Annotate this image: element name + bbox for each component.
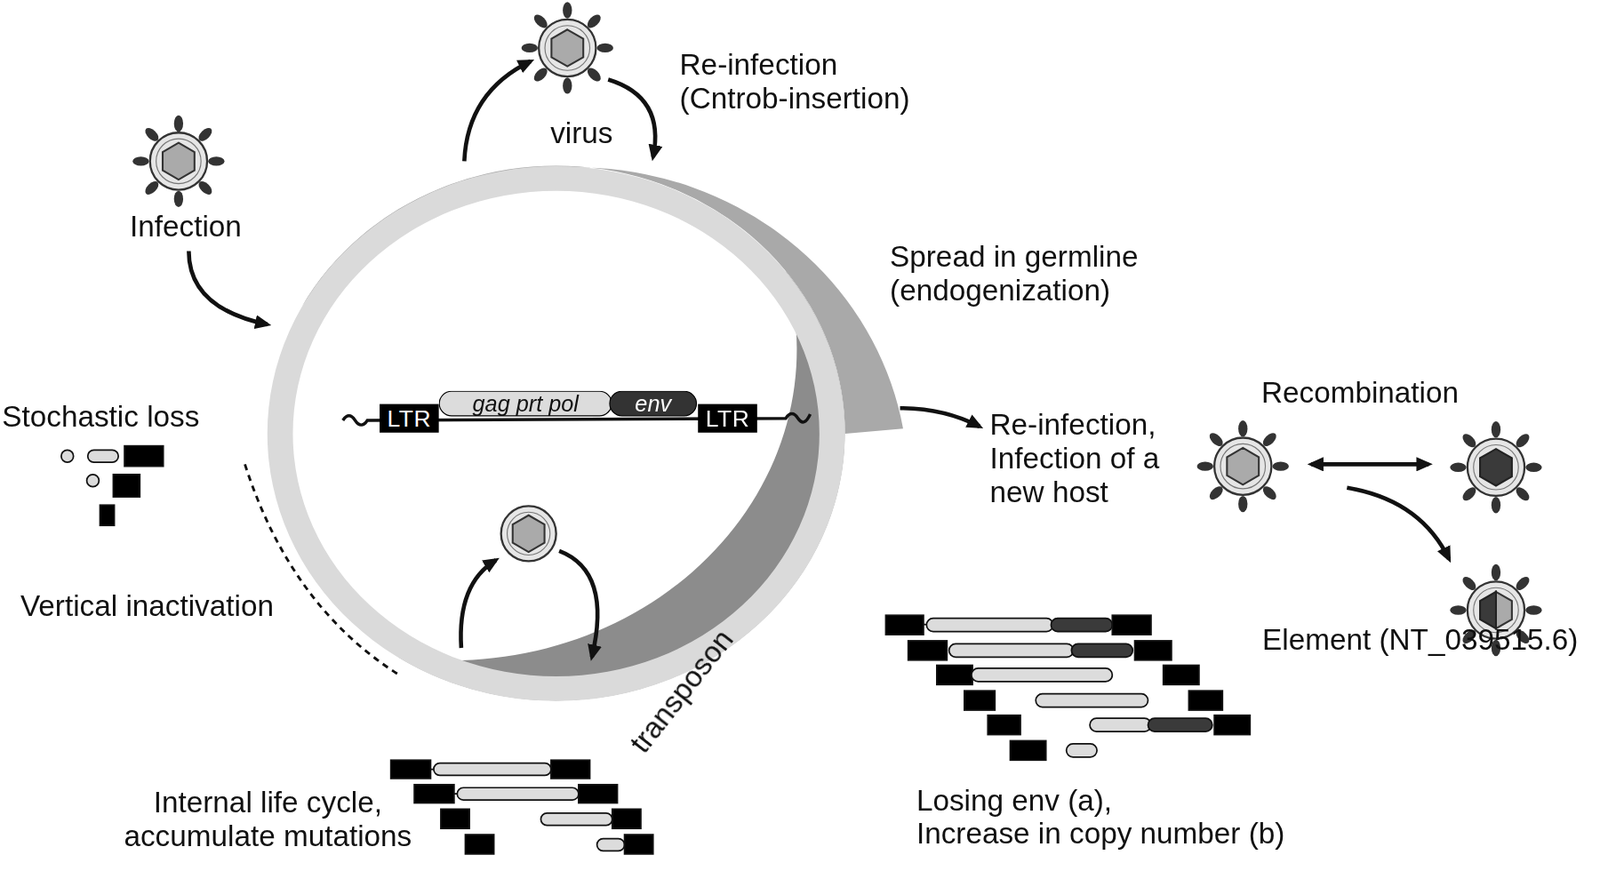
cycle-arrow [559,551,598,657]
exit-arrow [900,408,981,427]
gene-box: gag prt pol [439,391,613,417]
virus-icon [1197,420,1289,512]
cycle-arrow [464,61,531,162]
step-label: Vertical inactivation [20,590,274,624]
step-label: Recombination [1261,376,1459,411]
box-text: LTR [705,404,751,432]
transposon-band [398,271,846,701]
ltr-box: LTR [379,404,440,433]
recombination-arrow [1346,488,1449,560]
fragment-group [391,760,654,855]
box-text: gag prt pol [472,390,579,417]
life-cycle-ring [267,166,846,702]
step-label: Spread in germline (endogenization) [889,240,1164,308]
virus-icon [1449,421,1542,513]
recombination-arrow [1311,462,1429,467]
dashed-line [245,464,400,676]
step-label: Increase in copy number (b) [916,817,1285,852]
band-label: virus [536,116,628,151]
cycle-arrow [608,80,656,158]
step-label: Losing env (a), [916,784,1112,818]
step-label: Internal life cycle, accumulate mutation… [112,785,424,854]
infection-arrow [188,250,267,325]
step-label: Re-infection (Cntrob-insertion) [680,48,937,116]
virus-icon [132,115,224,208]
gene-box: env [608,391,697,417]
fragment-group [885,615,1250,760]
box-text: LTR [387,404,432,432]
step-label: Infection [119,209,252,244]
virus-icon [521,1,614,94]
fragment-group [61,446,164,527]
element-label: Element (NT_039515.6) [1262,623,1578,657]
ltr-box: LTR [697,404,758,433]
step-label: Stochastic loss [1,400,200,434]
virus-band [302,166,904,434]
step-label: Re-infection, Infection of a new host [990,408,1172,510]
capsid-icon [501,505,557,561]
box-text: env [634,390,672,417]
cycle-arrow [460,560,496,648]
